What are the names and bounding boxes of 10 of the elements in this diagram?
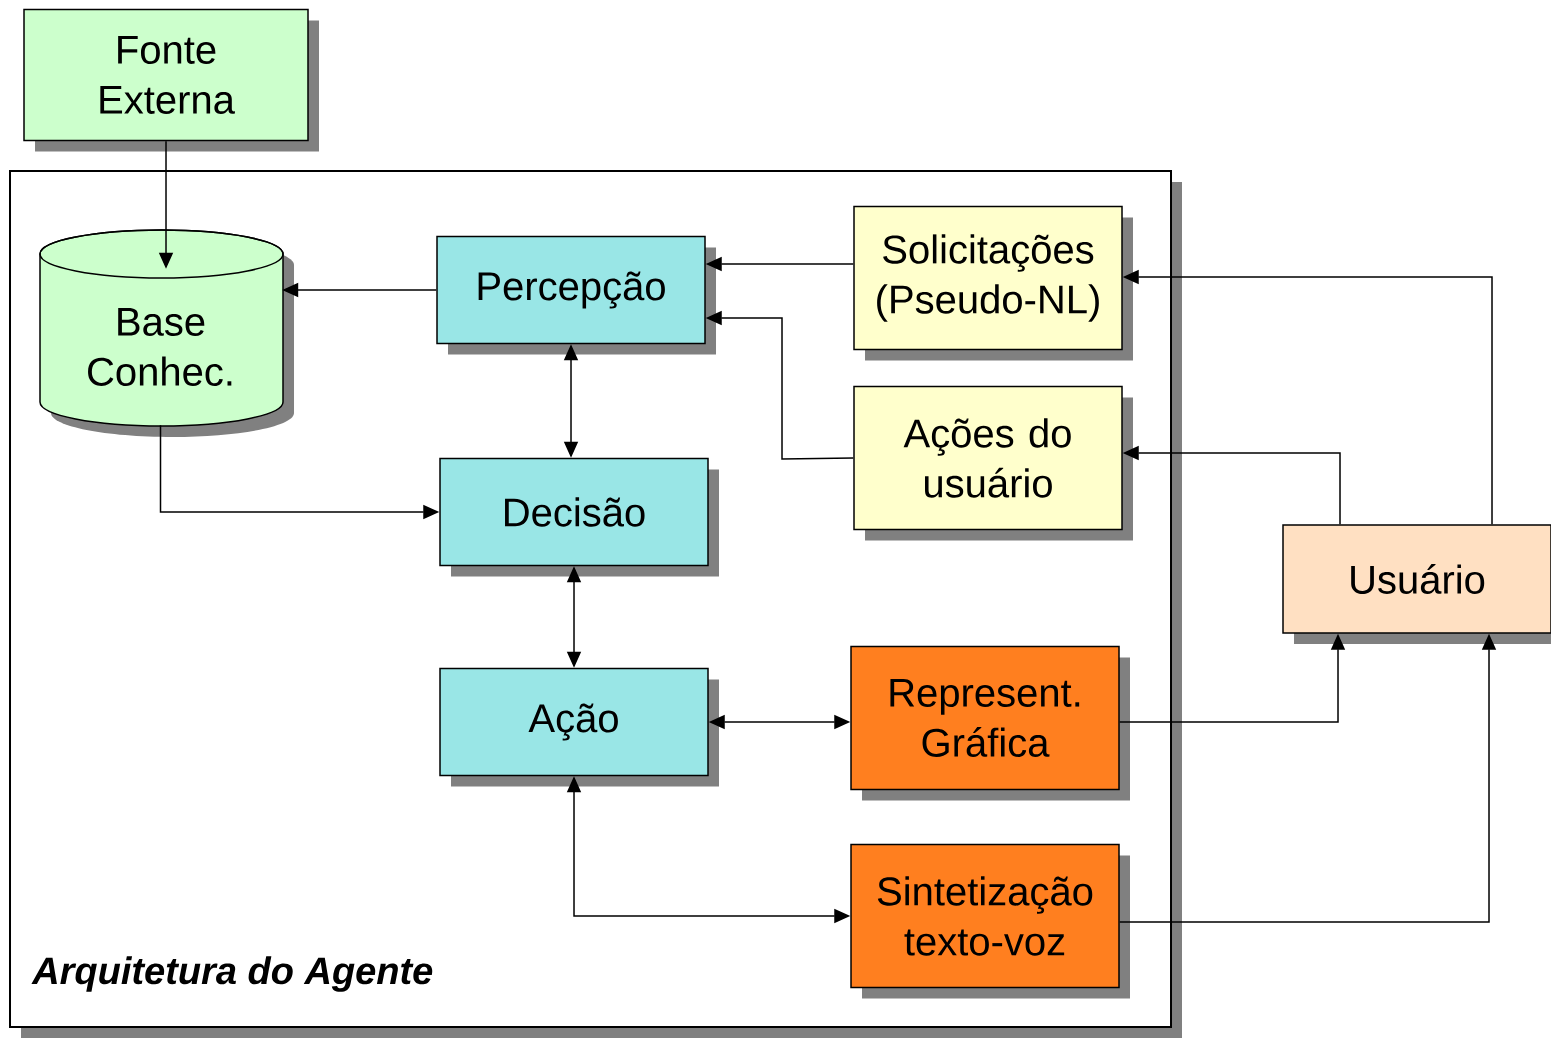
process-box: Decisão xyxy=(439,457,719,577)
process-box: Ação xyxy=(439,667,719,787)
database-cylinder: Base Conhec. xyxy=(39,229,294,437)
source-box: Fonte Externa xyxy=(23,8,319,152)
input-box: Ações do usuário xyxy=(853,385,1133,541)
process-box: Percepção xyxy=(436,235,716,355)
user-box: Usuário xyxy=(1282,524,1551,644)
output-box: Represent. Gráfica xyxy=(850,645,1130,801)
output-box: Sintetização texto-voz xyxy=(850,843,1130,999)
input-box: Solicitações (Pseudo-NL) xyxy=(853,205,1133,361)
